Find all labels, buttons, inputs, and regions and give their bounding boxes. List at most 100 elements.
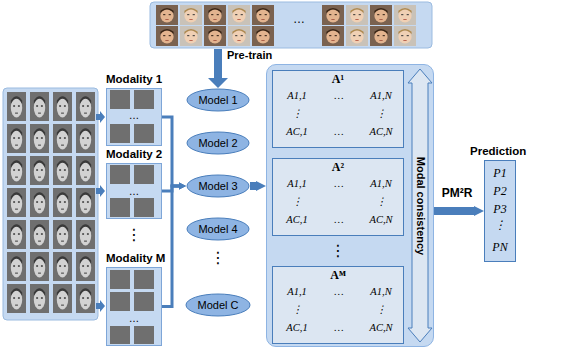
- matrix-panel: Modal consistencyA¹A1,1…A1,N⋮⋮AC,1…AC,NA…: [266, 64, 434, 347]
- modality-box: Modality M …: [106, 251, 167, 346]
- matrix-cell: …: [319, 176, 359, 192]
- matrix-cell: AC,1: [277, 212, 317, 228]
- model-ellipse: Model 2: [186, 131, 250, 155]
- prediction-value: P1: [485, 165, 515, 181]
- matrix-cell: AC,1: [277, 320, 317, 336]
- model-label: Model C: [185, 293, 251, 317]
- model-ellipse: Model C: [185, 293, 251, 317]
- flow-arrow: [162, 117, 179, 186]
- matrix-cell: …: [319, 212, 359, 228]
- image-strip: [150, 2, 432, 48]
- image-frame: …: [106, 267, 162, 346]
- face-photos: [7, 92, 95, 313]
- matrix-cell: …: [319, 320, 359, 336]
- modality-box: Modality 1…: [106, 72, 164, 146]
- vertical-ellipsis: ⋮: [328, 240, 348, 262]
- matrix-cell: ⋮: [361, 106, 401, 122]
- ellipse-shape: [187, 175, 249, 197]
- face-photos: [110, 292, 154, 311]
- modality-heading: Modality 2: [106, 147, 162, 161]
- prediction-value: P2: [485, 183, 515, 199]
- ellipse-shape: [186, 294, 250, 316]
- image-panel: [3, 88, 98, 320]
- model-ellipse: Model 3: [186, 174, 250, 198]
- prediction-value: P3: [485, 201, 515, 217]
- modality-heading: Modality 1: [106, 72, 162, 86]
- rotated-label: Modal consistency: [414, 156, 427, 254]
- step-label: Pre-train: [227, 49, 272, 62]
- matrix-box: A¹A1,1…A1,N⋮⋮AC,1…AC,N: [272, 70, 404, 148]
- face-photos: [322, 5, 416, 46]
- model-label: Model 3: [186, 174, 250, 198]
- modality-heading: Modality M: [106, 251, 165, 265]
- matrix-cell: AC,1: [277, 124, 317, 140]
- ellipsis-dots: …: [107, 313, 161, 324]
- edge-label: PM²R: [442, 186, 473, 200]
- prediction-heading: Prediction: [470, 144, 526, 158]
- matrix-cell: ⋮: [277, 194, 317, 210]
- modality-ground: [106, 88, 162, 146]
- matrix-title: Aᴹ: [273, 268, 403, 283]
- face-photos: [110, 165, 154, 184]
- face-photos: [110, 90, 154, 109]
- model-ellipse: Model 1: [186, 88, 250, 112]
- face-photos: [7, 92, 95, 313]
- face-photos: [110, 124, 154, 143]
- flow-arrow: [434, 207, 474, 215]
- face-photos: [110, 270, 154, 289]
- face-photos: [156, 5, 274, 46]
- flow-arrow: [162, 186, 179, 307]
- face-photos: [110, 326, 154, 344]
- face-photos: [110, 198, 154, 217]
- face-photos: [110, 90, 154, 109]
- flow-arrow: [250, 182, 256, 190]
- matrix-cell: ⋮: [361, 302, 401, 318]
- image-frame: …: [106, 163, 162, 219]
- matrix-cell: AC,N: [361, 212, 401, 228]
- matrix-cell: A1,1: [277, 176, 317, 192]
- prediction-value: PN: [485, 239, 515, 255]
- matrix-cell: AC,N: [361, 320, 401, 336]
- matrix-cell: ⋮: [277, 106, 317, 122]
- prediction-value: ⋮: [485, 217, 515, 233]
- prediction-box: PredictionP1P2P3⋮ PN: [470, 144, 528, 262]
- modality-ground: [106, 267, 162, 346]
- ellipse-shape: [187, 132, 249, 154]
- modality-box: Modality 2 …: [106, 147, 164, 219]
- matrix-cell: …: [319, 124, 359, 140]
- matrix-cell: ⋮: [361, 194, 401, 210]
- ellipse-shape: [187, 218, 249, 240]
- model-label: Model 2: [186, 131, 250, 155]
- ellipsis-dots: …: [289, 12, 309, 26]
- matrix-cell: A1,N: [361, 88, 401, 104]
- face-photos: [110, 326, 154, 344]
- split-arrow: [96, 185, 105, 197]
- face-photos: [110, 270, 154, 289]
- vertical-ellipsis: ⋮: [124, 224, 144, 246]
- matrix-cell: A1,1: [277, 88, 317, 104]
- face-photos: [110, 165, 154, 184]
- model-label: Model 4: [186, 217, 250, 241]
- matrix-box: A²A1,1…A1,N⋮⋮AC,1…AC,N: [272, 158, 404, 236]
- face-photos: [110, 198, 154, 217]
- matrix-title: A²: [273, 160, 403, 175]
- model-label: Model 1: [186, 88, 250, 112]
- model-ellipse: Model 4: [186, 217, 250, 241]
- face-photos: [156, 5, 274, 46]
- vertical-ellipsis: ⋮: [208, 247, 228, 269]
- matrix-cell: A1,N: [361, 284, 401, 300]
- matrix-box: AᴹA1,1…A1,N⋮⋮AC,1…AC,N: [272, 266, 404, 344]
- ellipse-shape: [187, 89, 249, 111]
- matrix-cell: ⋮: [277, 302, 317, 318]
- face-photos: [110, 292, 154, 311]
- matrix-title: A¹: [273, 72, 403, 87]
- pretrain-arrow: [208, 49, 228, 88]
- split-arrow: [96, 111, 105, 123]
- matrix-cell: …: [319, 88, 359, 104]
- face-photos: [322, 5, 416, 46]
- matrix-cell: …: [319, 284, 359, 300]
- matrix-cell: A1,1: [277, 284, 317, 300]
- matrix-cell: AC,N: [361, 124, 401, 140]
